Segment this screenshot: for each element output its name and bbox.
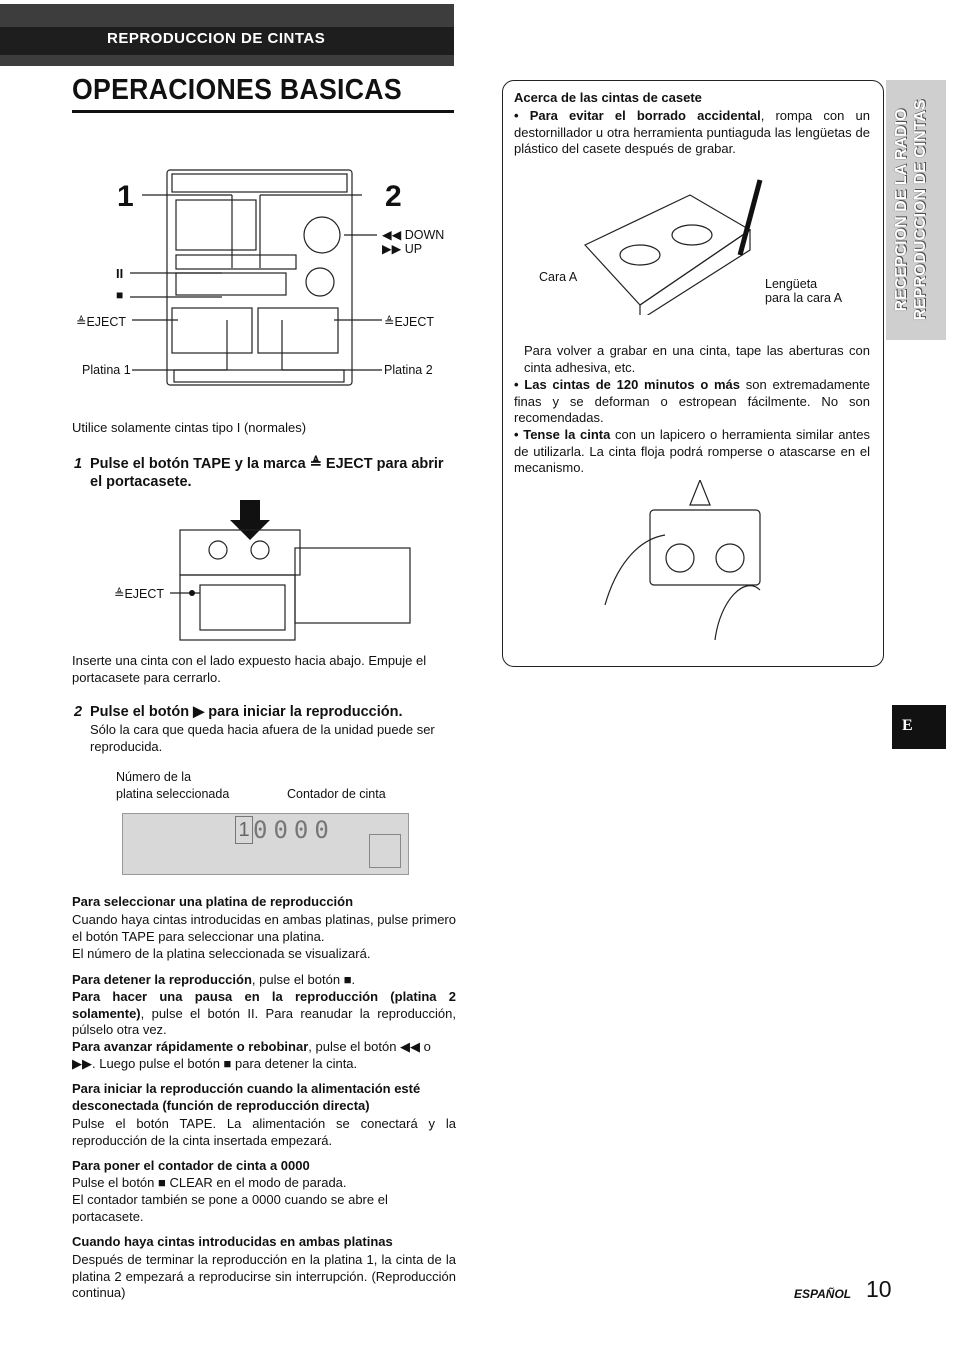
counter-reset-text-2: El contador también se pone a 0000 cuand… bbox=[72, 1192, 388, 1224]
stop-symbol: ■ bbox=[116, 288, 124, 302]
eject-left-label: ≜EJECT bbox=[76, 315, 127, 329]
ff-rew-instruction-bold: Para avanzar rápidamente o rebobinar bbox=[72, 1039, 309, 1054]
cassette-loading-diagram bbox=[170, 500, 411, 641]
deck-number-digit: 1 bbox=[235, 816, 253, 844]
select-deck-text-2: El número de la platina seleccionada se … bbox=[72, 946, 371, 961]
display-indicator-box bbox=[369, 834, 401, 868]
continuous-play-heading: Cuando haya cintas introducidas en ambas… bbox=[72, 1234, 393, 1249]
pause-symbol: II bbox=[116, 266, 124, 281]
page-title: OPERACIONES BASICAS bbox=[72, 74, 402, 106]
cassette-info-panel bbox=[502, 80, 884, 667]
stop-instruction-bold: Para detener la reproducción bbox=[72, 972, 252, 987]
long-tape-bullet: • Las cintas de 120 minutos o más son ex… bbox=[514, 377, 870, 427]
stereo-unit-diagram bbox=[130, 169, 382, 386]
side-tab-line-1: RECEPCION DE LA RADIO bbox=[893, 108, 910, 312]
step-1-number: 1 bbox=[74, 456, 83, 472]
side-tab-line-2: REPRODUCCION DE CINTAS bbox=[912, 99, 929, 321]
tab-label-2: para la cara A bbox=[765, 291, 843, 305]
counter-reset-heading: Para poner el contador de cinta a 0000 bbox=[72, 1158, 310, 1173]
eject-label-fig2: ≜EJECT bbox=[114, 587, 165, 601]
footer-language: ESPAÑOL bbox=[794, 1287, 852, 1301]
cassette-tab-diagram bbox=[584, 179, 763, 315]
eject-right-label: ≜EJECT bbox=[384, 315, 435, 329]
stop-instruction: Para detener la reproducción, pulse el b… bbox=[72, 972, 456, 989]
deck-number-label-2: platina seleccionada bbox=[116, 787, 230, 801]
continuous-play-text: Después de terminar la reproducción en l… bbox=[72, 1252, 456, 1300]
platina-1-label: Platina 1 bbox=[82, 363, 131, 377]
rerecord-text: Para volver a grabar en una cinta, tape … bbox=[524, 343, 870, 375]
select-deck-text: Cuando haya cintas introducidas en ambas… bbox=[72, 912, 456, 944]
page-number: 10 bbox=[866, 1276, 892, 1302]
up-label: ▶▶ UP bbox=[382, 242, 423, 256]
ff-rew-instruction: Para avanzar rápidamente o rebobinar, pu… bbox=[72, 1039, 456, 1072]
erase-protection-bullet: • Para evitar el borrado accidental, rom… bbox=[514, 108, 870, 158]
chapter-side-tab: RECEPCION DE LA RADIO REPRODUCCION DE CI… bbox=[886, 80, 946, 340]
step-1-callout: 1 bbox=[117, 180, 134, 213]
step-2-number: 2 bbox=[74, 704, 83, 720]
step-1-text: Pulse el botón TAPE y la marca ≜ EJECT p… bbox=[90, 456, 444, 490]
cara-a-label: Cara A bbox=[539, 270, 578, 284]
step-2-callout: 2 bbox=[385, 180, 402, 213]
pencil-tension-diagram bbox=[604, 480, 761, 641]
section-title: REPRODUCCION DE CINTAS bbox=[107, 30, 326, 47]
platina-2-label: Platina 2 bbox=[384, 363, 433, 377]
long-tape-bold: • Las cintas de 120 minutos o más bbox=[514, 377, 741, 392]
step-1-heading: 1 Pulse el botón TAPE y la marca ≜ EJECT… bbox=[74, 455, 456, 491]
tension-bullet: • Tense la cinta con un lapicero o herra… bbox=[514, 427, 870, 477]
down-label: ◀◀ DOWN bbox=[382, 228, 445, 242]
title-rule bbox=[72, 110, 454, 113]
tape-counter-display: 1 0000 bbox=[122, 813, 409, 875]
tension-bold: • Tense la cinta bbox=[514, 427, 611, 442]
pause-instruction-bold: Para hacer una pausa en la reproducción … bbox=[72, 989, 456, 1021]
intro-text: Utilice solamente cintas tipo I (normale… bbox=[72, 420, 307, 435]
ff-rew-instruction-text: , pulse el botón ◀◀ o ▶▶. Luego pulse el… bbox=[72, 1039, 431, 1071]
erase-protection-text: , rompa con un destornillador u otra her… bbox=[514, 108, 870, 156]
step-2-text: Pulse el botón ▶ para iniciar la reprodu… bbox=[90, 704, 403, 720]
stop-instruction-text: , pulse el botón ■. bbox=[251, 972, 356, 987]
direct-play-text: Pulse el botón TAPE. La alimentación se … bbox=[72, 1116, 456, 1148]
step-2-note: Sólo la cara que queda hacia afuera de l… bbox=[90, 722, 435, 754]
tension-text: con un lapicero o herramienta similar an… bbox=[514, 427, 870, 475]
tab-label: Lengüeta para la cara A bbox=[765, 277, 842, 305]
long-tape-text: son extremadamente finas y se deforman o… bbox=[514, 377, 871, 425]
direct-play-heading: Para iniciar la reproducción cuando la a… bbox=[72, 1081, 421, 1113]
step-2-heading: 2 Pulse el botón ▶ para iniciar la repro… bbox=[74, 703, 456, 721]
cassette-heading: Acerca de las cintas de casete bbox=[514, 90, 702, 105]
counter-digits: 0000 bbox=[253, 816, 335, 844]
language-tab: E bbox=[892, 705, 946, 749]
down-up-labels: ◀◀ DOWN ▶▶ UP bbox=[382, 228, 444, 256]
language-tab-label: E bbox=[902, 717, 913, 734]
counter-reset-text: Pulse el botón ■ CLEAR en el modo de par… bbox=[72, 1175, 347, 1190]
select-deck-heading: Para seleccionar una platina de reproduc… bbox=[72, 894, 354, 909]
tab-label-1: Lengüeta bbox=[765, 277, 818, 291]
pause-instruction: Para hacer una pausa en la reproducción … bbox=[72, 989, 456, 1039]
counter-label: Contador de cinta bbox=[287, 787, 386, 801]
pause-instruction-text: , pulse el botón II. Para reanudar la re… bbox=[72, 1005, 456, 1038]
deck-number-label: Número de la platina seleccionada bbox=[116, 769, 229, 803]
step-1-note: Inserte una cinta con el lado expuesto h… bbox=[72, 653, 427, 685]
section-banner: REPRODUCCION DE CINTAS bbox=[0, 4, 454, 66]
deck-number-label-1: Número de la bbox=[116, 770, 192, 784]
erase-protection-bold: • Para evitar el borrado accidental bbox=[514, 108, 761, 123]
